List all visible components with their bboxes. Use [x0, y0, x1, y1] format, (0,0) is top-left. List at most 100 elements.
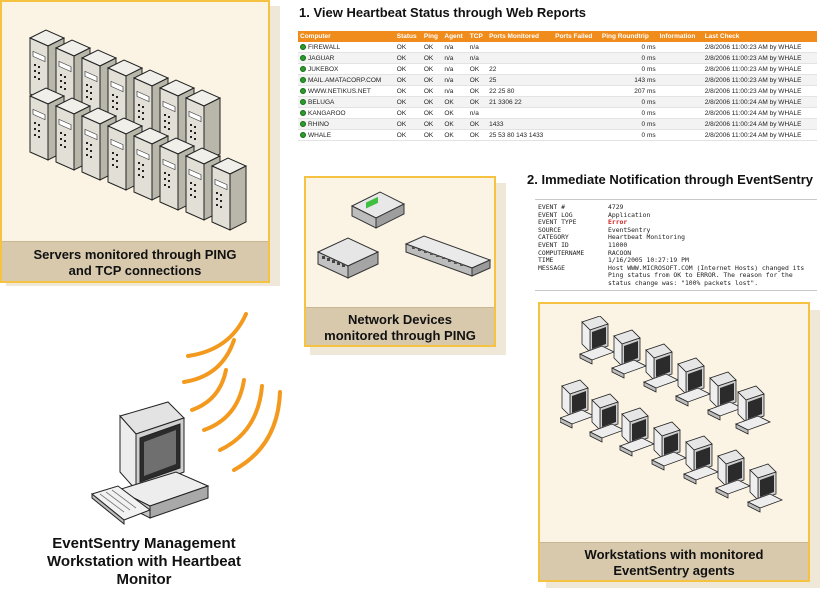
table-cell: OK: [421, 42, 443, 53]
report-header-cell[interactable]: Information: [657, 31, 703, 42]
event-field-key: EVENT #: [538, 203, 565, 211]
event-field-value: EventSentry: [608, 225, 651, 234]
patch-panel-icon: [404, 235, 492, 277]
table-cell: 0 ms: [599, 118, 658, 130]
report-header-cell[interactable]: Last Check: [702, 31, 817, 42]
table-cell: OK: [421, 107, 443, 119]
server-icon: [210, 157, 248, 231]
table-cell: [657, 118, 703, 130]
table-cell: [657, 74, 703, 86]
table-cell: OK: [394, 85, 422, 97]
workstation-icon: [682, 435, 720, 485]
network-caption: Network Devices monitored through PING: [304, 307, 496, 347]
event-field-value: 4729: [608, 203, 624, 211]
table-cell: 2/8/2006 11:00:24 AM by WHALE: [702, 107, 817, 119]
hub-icon: [350, 191, 406, 229]
heartbeat-signal-waves: [182, 312, 282, 472]
table-cell: FIREWALL: [298, 42, 395, 53]
workstation-icon: [734, 385, 772, 435]
event-field-key: EVENT LOG: [538, 210, 573, 219]
table-cell: JUKEBOX: [298, 63, 395, 75]
table-cell: 2/8/2006 11:00:24 AM by WHALE: [702, 96, 817, 108]
event-field-key: MESSAGE: [538, 263, 565, 272]
table-cell: 22 25 80: [487, 85, 554, 97]
status-ok-icon: [300, 43, 306, 50]
table-cell: n/a: [442, 52, 468, 64]
computer-name: JAGUAR: [308, 54, 335, 62]
table-cell: OK: [442, 118, 468, 130]
event-field-value: Application: [608, 210, 651, 219]
table-cell: OK: [394, 63, 422, 75]
computer-name: JUKEBOX: [308, 65, 339, 73]
report-header-cell[interactable]: Computer: [298, 31, 395, 42]
event-field: SOURCE EventSentry: [538, 225, 808, 235]
computer-name: WWW.NETIKUS.NET: [308, 87, 371, 95]
table-cell: 0 ms: [599, 107, 658, 119]
table-cell: 2/8/2006 11:00:24 AM by WHALE: [702, 129, 817, 141]
event-field-key: CATEGORY: [538, 233, 569, 242]
workstations-illustration: [560, 316, 784, 513]
event-field-key: SOURCE: [538, 225, 562, 234]
event-field-key: COMPUTERNAME: [538, 248, 585, 257]
table-cell: n/a: [442, 74, 468, 86]
status-ok-icon: [300, 65, 306, 72]
status-ok-icon: [300, 87, 306, 94]
report-header-cell[interactable]: Ports Failed: [553, 31, 600, 42]
table-cell: [553, 74, 600, 86]
event-field-key: TIME: [538, 256, 554, 265]
table-cell: OK: [421, 63, 443, 75]
workstation-icon: [706, 371, 744, 421]
table-cell: 0 ms: [599, 129, 658, 141]
workstations-panel-frame: [538, 302, 810, 582]
event-field-value: Error: [608, 218, 628, 227]
table-cell: n/a: [442, 63, 468, 75]
table-cell: 2/8/2006 11:00:23 AM by WHALE: [702, 85, 817, 97]
report-header-cell[interactable]: Ping Roundtrip: [599, 31, 658, 42]
table-cell: OK: [467, 85, 488, 97]
table-cell: OK: [394, 107, 422, 119]
table-cell: OK: [421, 85, 443, 97]
table-cell: OK: [394, 52, 422, 64]
servers-caption: Servers monitored through PING and TCP c…: [0, 241, 270, 283]
report-header-cell[interactable]: Ports Monitored: [487, 31, 554, 42]
table-cell: 0 ms: [599, 42, 658, 53]
table-cell: OK: [467, 96, 488, 108]
table-cell: OK: [394, 129, 422, 141]
report-header-cell[interactable]: Agent: [442, 31, 468, 42]
workstation-icon: [610, 329, 648, 379]
report-header-cell[interactable]: Status: [394, 31, 422, 42]
event-field: MESSAGE Host WWW.MICROSOFT.COM (Internet …: [538, 263, 808, 288]
event-field-value: 11000: [608, 241, 628, 249]
table-cell: [553, 85, 600, 97]
table-cell: n/a: [467, 42, 488, 53]
report-header-cell[interactable]: Ping: [421, 31, 443, 42]
computer-name: BELUGA: [308, 98, 335, 106]
computer-name: WHALE: [308, 131, 332, 139]
table-cell: n/a: [442, 85, 468, 97]
table-cell: 0 ms: [599, 63, 658, 75]
event-field-value: Host WWW.MICROSOFT.COM (Internet Hosts) …: [608, 263, 805, 287]
table-cell: OK: [467, 129, 488, 141]
workstation-icon: [642, 343, 680, 393]
event-field-key: EVENT ID: [538, 241, 569, 249]
table-cell: [553, 52, 600, 64]
table-cell: OK: [421, 96, 443, 108]
computer-name: KANGAROO: [308, 109, 346, 117]
report-header-cell[interactable]: TCP: [467, 31, 488, 42]
table-cell: [657, 129, 703, 141]
table-cell: [657, 107, 703, 119]
workstation-icon: [588, 393, 626, 443]
table-cell: 2/8/2006 11:00:23 AM by WHALE: [702, 42, 817, 53]
table-cell: OK: [442, 96, 468, 108]
table-cell: n/a: [467, 107, 488, 119]
status-ok-icon: [300, 120, 306, 127]
event-field: EVENT ID 11000: [538, 241, 808, 250]
